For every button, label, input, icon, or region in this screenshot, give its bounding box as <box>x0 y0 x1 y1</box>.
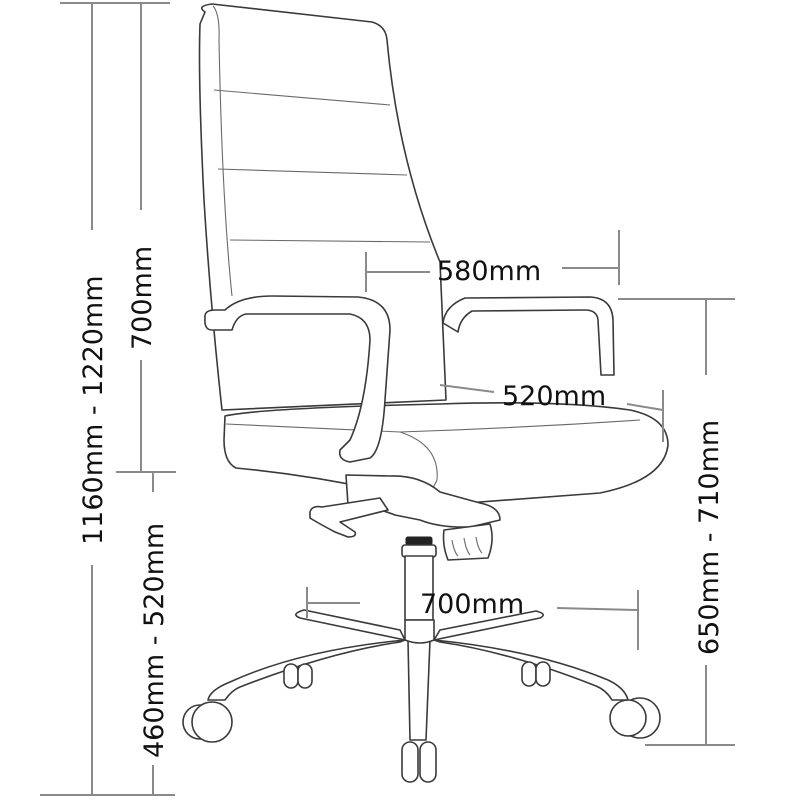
backrest-height-dimension: 700mm <box>116 3 176 473</box>
chair-illustration <box>182 3 669 783</box>
caster-back-left <box>283 663 299 689</box>
base-width-label: 700mm <box>420 589 524 620</box>
seat-height-label: 460mm - 520mm <box>139 523 170 758</box>
casters <box>182 661 661 783</box>
backrest-width-dimension: 580mm <box>365 230 620 292</box>
height-adjust-ring <box>405 536 433 546</box>
backrest-width-label: 580mm <box>437 256 541 287</box>
left-armrest <box>204 295 391 463</box>
star-base <box>207 609 629 741</box>
caster-back-right <box>521 661 537 687</box>
caster-front <box>401 741 419 783</box>
base-width-dimension: 700mm <box>306 587 639 650</box>
backrest-height-label: 700mm <box>127 246 158 350</box>
right-armrest <box>442 296 615 376</box>
overall-height-label: 1160mm - 1220mm <box>78 275 109 545</box>
seat-height-dimension: 460mm - 520mm <box>139 472 170 795</box>
seat-depth-dimension: 520mm <box>439 381 664 442</box>
seat-mechanism <box>309 474 501 561</box>
backrest <box>198 3 447 411</box>
seat <box>223 402 669 506</box>
gas-lift <box>404 555 434 621</box>
armrest-height-label: 650mm - 710mm <box>694 420 725 655</box>
armrest-height-dimension: 650mm - 710mm <box>618 298 735 746</box>
overall-height-dimension: 1160mm - 1220mm <box>40 2 175 796</box>
seat-depth-label: 520mm <box>502 381 606 412</box>
